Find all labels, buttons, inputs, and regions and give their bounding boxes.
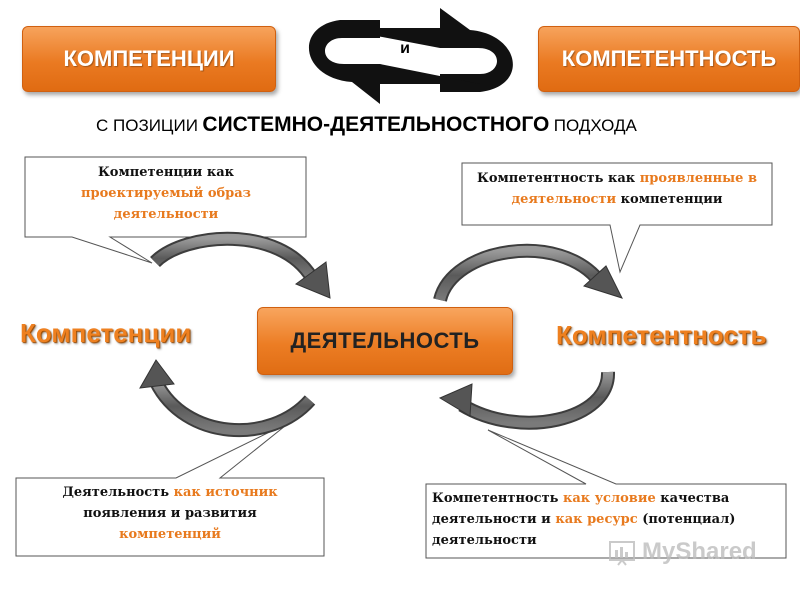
side-label-competencies: Компетенции — [20, 318, 192, 348]
callout-text-part: Компетенции как — [97, 165, 235, 180]
callout-text-part: качества деятельности и — [432, 491, 730, 527]
competence-button[interactable]: КОМПЕТЕНТНОСТЬ — [538, 26, 800, 92]
callout-bottom-right-text: Компетентность как условие качества деят… — [432, 488, 782, 551]
callout-text-highlight: как ресурс — [555, 512, 638, 527]
callout-top-right-text: Компетентность как проявленные в деятель… — [464, 168, 770, 210]
callout-text-highlight: проявленные в деятельности — [511, 171, 757, 207]
arrow-bottom-right — [438, 371, 616, 430]
connector-label: и — [400, 40, 410, 57]
callout-bottom-left-box — [15, 421, 325, 557]
arrow-top-left — [150, 231, 331, 299]
watermark-text: MyShared — [642, 538, 757, 565]
callout-bottom-left-text: Деятельность как источник появления и ра… — [20, 482, 320, 545]
callout-text-highlight: как источник — [173, 485, 278, 500]
arrow-bottom-left — [139, 359, 316, 438]
side-label-competence: Компетентность — [556, 320, 767, 350]
callout-text-part: появления и развития — [83, 506, 257, 521]
subtitle-prefix: С ПОЗИЦИИ — [96, 116, 198, 135]
callout-text-highlight: как условие — [562, 491, 656, 506]
cycle-arrows-icon — [308, 8, 513, 104]
callout-text-highlight: проектируемый образ деятельности — [81, 186, 251, 222]
callout-bottom-right-box — [425, 429, 787, 559]
competencies-button[interactable]: КОМПЕТЕНЦИИ — [22, 26, 276, 92]
callout-text-highlight: компетенций — [119, 527, 221, 542]
subtitle: С ПОЗИЦИИ СИСТЕМНО-ДЕЯТЕЛЬНОСТНОГО ПОДХО… — [96, 113, 736, 137]
callout-text-part: компетенции — [620, 192, 723, 207]
callout-top-left-text: Компетенции как проектируемый образ деят… — [30, 162, 302, 225]
callout-top-right-box — [461, 162, 773, 274]
activity-button[interactable]: ДЕЯТЕЛЬНОСТЬ — [257, 307, 513, 375]
callout-text-part: (потенциал) деятельности — [432, 512, 736, 548]
watermark: MyShared — [608, 538, 757, 566]
subtitle-suffix: ПОДХОДА — [553, 116, 637, 135]
arrow-top-right — [433, 243, 623, 303]
callout-text-part: Компетентность как — [477, 171, 636, 186]
callout-text-part: Деятельность — [62, 485, 170, 500]
callout-text-part: Компетентность — [432, 491, 559, 506]
chart-logo-icon — [609, 541, 635, 566]
subtitle-main: СИСТЕМНО-ДЕЯТЕЛЬНОСТНОГО — [202, 113, 550, 136]
